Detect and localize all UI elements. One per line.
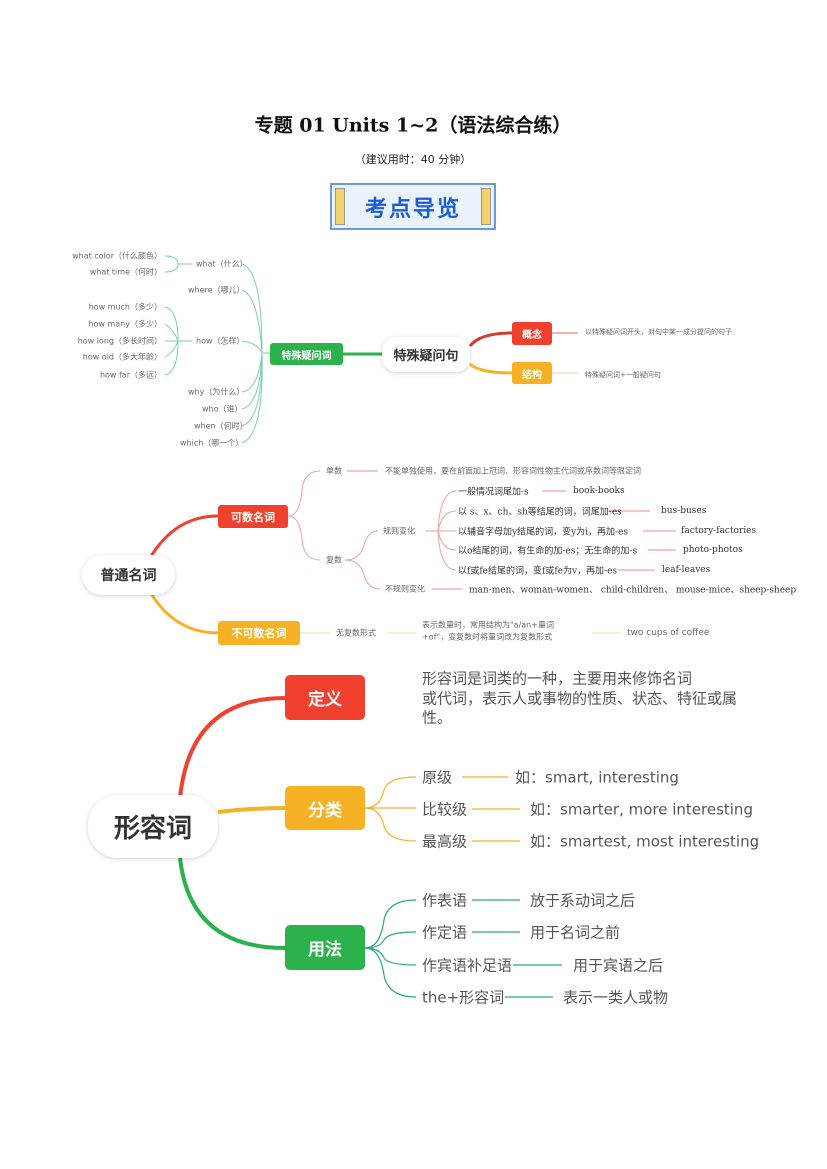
node-wh-questions: 特殊疑问句	[382, 337, 470, 372]
usage-the-adj: the+形容词	[422, 988, 505, 1007]
node-no-plural: 无复数形式	[336, 628, 376, 638]
node-when: when（何时）	[194, 421, 248, 431]
no-plural-text-1: 表示数量时，常用结构为"a/an+量词	[422, 620, 554, 630]
usage-predicative: 作表语	[422, 891, 468, 910]
node-classification: 分类	[285, 786, 365, 830]
node-how-much: how much（多少）	[88, 302, 162, 312]
node-who: who（谁）	[202, 404, 243, 414]
rule-1: 一般情况词尾加-s	[458, 487, 529, 498]
usage-complement: 作宾语补足语	[422, 956, 513, 975]
singular-text: 不能单独使用，要在前面加上冠词、形容词性物主代词或序数词等限定词	[385, 466, 641, 476]
class-superlative-example: 如：smartest, most interesting	[530, 832, 760, 851]
class-superlative: 最高级	[422, 832, 468, 851]
usage-the-adj-desc: 表示一类人或物	[563, 988, 669, 1007]
node-how-far: how far（多远）	[99, 370, 162, 380]
no-plural-text-2: +of"，变复数时将量词改为复数形式	[422, 632, 553, 642]
node-regular: 规则变化	[383, 526, 415, 536]
structure-text: 特殊疑问词+一般疑问句	[585, 371, 661, 379]
rule-3: 以辅音字母加y结尾的词，变y为i，再加-es	[458, 527, 629, 538]
node-which: which（哪一个）	[180, 438, 244, 448]
usage-complement-desc: 用于宾语之后	[573, 956, 664, 975]
rule-3-example: factory-factories	[681, 526, 757, 536]
node-how-long: how long（多长时间）	[77, 336, 162, 346]
banner-text: 考点导览	[364, 196, 461, 222]
node-definition: 定义	[285, 675, 365, 720]
rule-5: 以f或fe结尾的词，变f或fe为v，再加-es	[458, 566, 618, 577]
definition-line-2: 或代词，表示人或事物的性质、状态、特征或属	[422, 689, 738, 708]
no-plural-example: two cups of coffee	[627, 628, 710, 638]
usage-attributive-desc: 用于名词之前	[530, 923, 621, 942]
class-comparative: 比较级	[422, 800, 468, 819]
rule-2-example: bus-buses	[661, 506, 707, 516]
node-how-old: how old（多大年龄）	[82, 352, 162, 362]
node-singular: 单数	[326, 466, 342, 476]
node-what-color: what color（什么颜色）	[72, 251, 162, 261]
rule-1-example: book-books	[573, 486, 625, 496]
definition-line-1: 形容词是词类的一种，主要用来修饰名词	[422, 669, 693, 688]
node-plural: 复数	[326, 555, 342, 565]
node-what-time: what time（何时）	[89, 267, 162, 277]
irregular-text: man-men、woman-women、 child-children、 mou…	[469, 585, 797, 596]
concept-text: 以特殊疑问词开头，对句中某一成分提问的句子	[585, 328, 732, 336]
node-where: where（哪儿）	[188, 285, 245, 295]
usage-attributive: 作定语	[422, 923, 468, 942]
rule-5-example: leaf-leaves	[662, 565, 711, 575]
node-what: what（什么）	[196, 259, 248, 269]
node-adjective: 形容词	[88, 795, 218, 858]
page-title: 专题 01 Units 1~2（语法综合练）	[254, 114, 572, 137]
definition-line-3: 性。	[422, 708, 453, 727]
rule-4-example: photo-photos	[683, 545, 743, 555]
node-uncountable: 不可数名词	[218, 621, 300, 645]
rule-2: 以 s、x、ch、sh等结尾的词，词尾加-es	[458, 507, 622, 518]
node-concept: 概念	[512, 322, 552, 345]
node-common-nouns: 普通名词	[82, 555, 175, 595]
class-positive: 原级	[422, 768, 453, 787]
class-positive-example: 如：smart, interesting	[515, 768, 679, 787]
node-how: how（怎样）	[196, 336, 245, 346]
suggested-time: （建议用时：40 分钟）	[354, 153, 472, 166]
node-usage: 用法	[285, 925, 365, 970]
node-structure: 结构	[512, 362, 552, 384]
rule-4: 以o结尾的词，有生命的加-es；无生命的加-s	[458, 546, 638, 557]
node-countable: 可数名词	[218, 505, 288, 528]
node-irregular: 不规则变化	[385, 584, 425, 594]
banner: 考点导览	[330, 183, 496, 230]
class-comparative-example: 如：smarter, more interesting	[530, 800, 753, 819]
node-wh-words: 特殊疑问词	[270, 343, 343, 365]
node-how-many: how many（多少）	[88, 319, 162, 329]
node-why: why（为什么）	[188, 387, 245, 397]
usage-predicative-desc: 放于系动词之后	[530, 891, 636, 910]
